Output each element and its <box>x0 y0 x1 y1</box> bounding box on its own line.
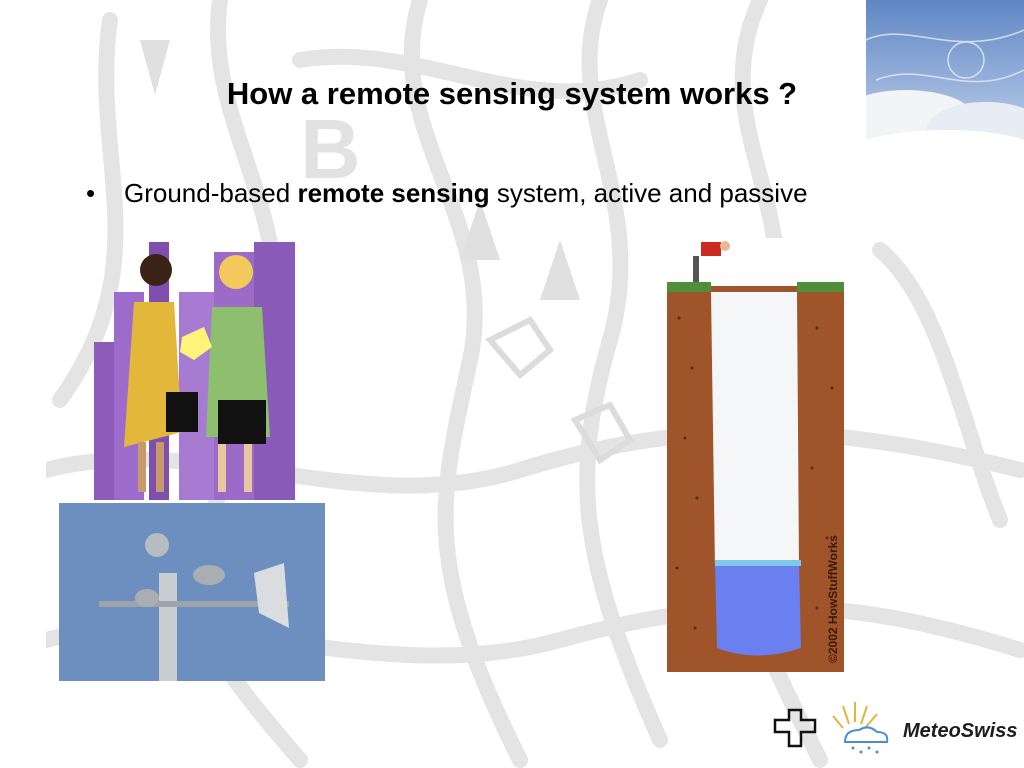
water-well-diagram: ©2002 HowStuffWorks <box>667 238 844 672</box>
swiss-cross-icon <box>773 708 817 748</box>
bullet-text-after: system, active and passive <box>489 178 808 208</box>
bullet-symbol: • <box>86 178 96 208</box>
bullet-text-bold: remote sensing <box>297 178 490 208</box>
meteo-weather-photo <box>866 0 1024 157</box>
meteoswiss-logo <box>773 702 889 754</box>
left-margin-strip <box>0 0 46 768</box>
business-handshake-clipart <box>94 242 295 500</box>
background-letter: B <box>300 102 361 196</box>
bullet-text-before: Ground-based <box>124 178 298 208</box>
well-credit-text: ©2002 HowStuffWorks <box>826 535 840 663</box>
wind-vane-photo <box>59 503 325 681</box>
slide-title: How a remote sensing system works ? <box>226 76 798 111</box>
meteoswiss-logo-text: MeteoSwiss <box>903 720 1018 742</box>
sun-cloud-icon <box>832 702 889 754</box>
bullet-item: • Ground-based remote sensing system, act… <box>86 178 808 209</box>
